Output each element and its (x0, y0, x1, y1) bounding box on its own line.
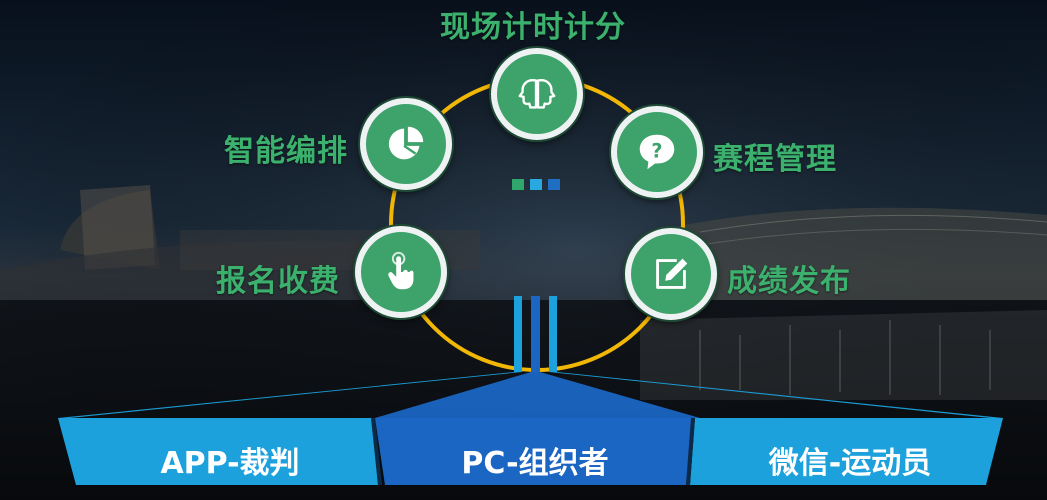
label-result-publishing: 成绩发布 (727, 264, 851, 299)
platform-label-wechat: 微信-运动员 (768, 446, 932, 481)
label-timing-scoring: 现场计时计分 (440, 10, 626, 45)
center-dots (512, 179, 560, 190)
fan-band-middle (375, 372, 700, 418)
node-result-publishing (625, 228, 717, 320)
platform-label-pc: PC-组织者 (461, 446, 609, 481)
panel-app (58, 418, 378, 485)
center-dot (548, 179, 560, 190)
pie-chart-icon (388, 126, 424, 160)
two-heads-icon (518, 79, 556, 109)
label-smart-arrangement: 智能编排 (224, 134, 348, 169)
platform-label-app: APP-裁判 (160, 446, 300, 481)
connector-bar-right (549, 296, 557, 372)
center-dot (512, 179, 524, 190)
node-schedule-management: ? (611, 106, 703, 198)
panel-divider-right (686, 417, 695, 486)
connector-bar-left (514, 296, 522, 372)
node-smart-arrangement (360, 98, 452, 190)
label-schedule-management: 赛程管理 (713, 142, 837, 177)
svg-text:?: ? (651, 140, 662, 163)
touch-hand-icon (388, 251, 414, 290)
node-timing-scoring (491, 48, 583, 140)
fan-band-left (58, 372, 522, 418)
center-dot (530, 179, 542, 190)
node-registration-payment (355, 226, 447, 318)
label-registration-payment: 报名收费 (216, 264, 340, 299)
connector-bar-middle (531, 296, 540, 372)
panel-divider-left (371, 417, 382, 486)
edit-note-icon (656, 258, 688, 289)
question-bubble-icon: ? (639, 134, 675, 170)
panel-pc (375, 418, 692, 485)
panel-wechat (690, 418, 1003, 485)
fan-band-right (549, 372, 1003, 418)
